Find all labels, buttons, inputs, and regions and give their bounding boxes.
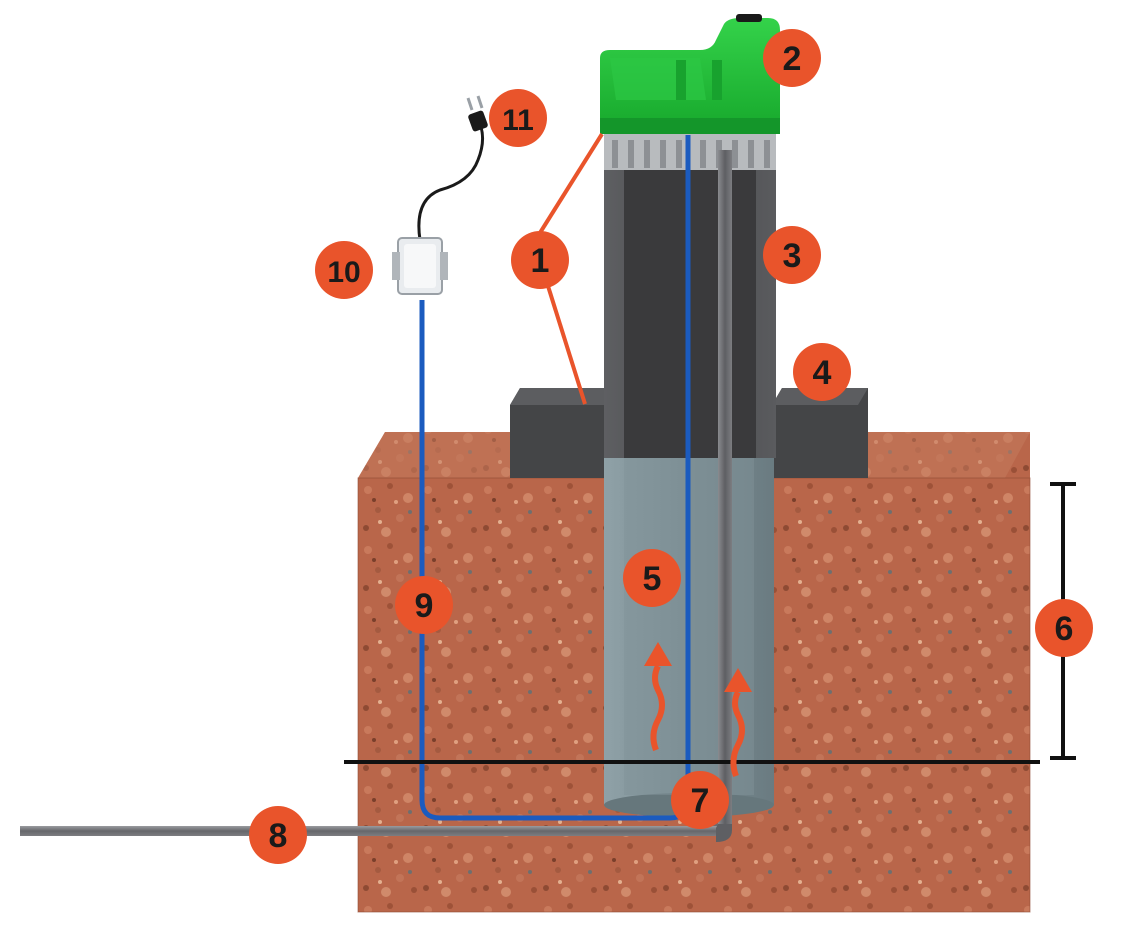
marker-label: 2 [783,40,802,78]
marker-label: 1 [531,242,550,280]
marker-5: 5 [623,549,681,607]
marker-circle [763,226,821,284]
plug-icon [466,95,488,132]
steel-water-pipe [20,150,732,842]
marker-label: 10 [327,256,360,289]
number-markers: 1 2 3 4 5 6 7 8 9 10 11 [249,29,1093,864]
marker-label: 8 [269,817,288,855]
marker-circle [249,806,307,864]
marker-circle [489,89,547,147]
marker-7: 7 [671,771,729,829]
marker-label: 7 [691,782,710,820]
marker-6: 6 [1035,599,1093,657]
marker-circle [315,241,373,299]
marker-label: 9 [415,587,434,625]
heat-arrow-icon [724,668,752,778]
marker-circle [395,576,453,634]
marker-2: 2 [763,29,821,87]
marker-3: 3 [763,226,821,284]
marker-label: 3 [783,237,802,275]
marker-label: 6 [1055,610,1074,648]
marker-9: 9 [395,576,453,634]
marker-circle [511,231,569,289]
marker-circle [623,549,681,607]
marker-label: 5 [643,560,662,598]
heat-arrow-icon [644,642,672,752]
marker-1: 1 [511,231,569,289]
marker-circle [1035,599,1093,657]
marker-4: 4 [793,343,851,401]
green-lid [600,14,780,134]
marker-circle [671,771,729,829]
marker-circle [793,343,851,401]
insulation-plates [510,388,868,478]
marker-label: 4 [813,354,832,392]
marker-8: 8 [249,806,307,864]
marker-label: 11 [502,104,534,137]
marker-circle [763,29,821,87]
leader-lines [536,132,604,405]
marker-10: 10 [315,241,373,299]
junction-box-icon [392,123,485,295]
marker-11: 11 [489,89,547,147]
